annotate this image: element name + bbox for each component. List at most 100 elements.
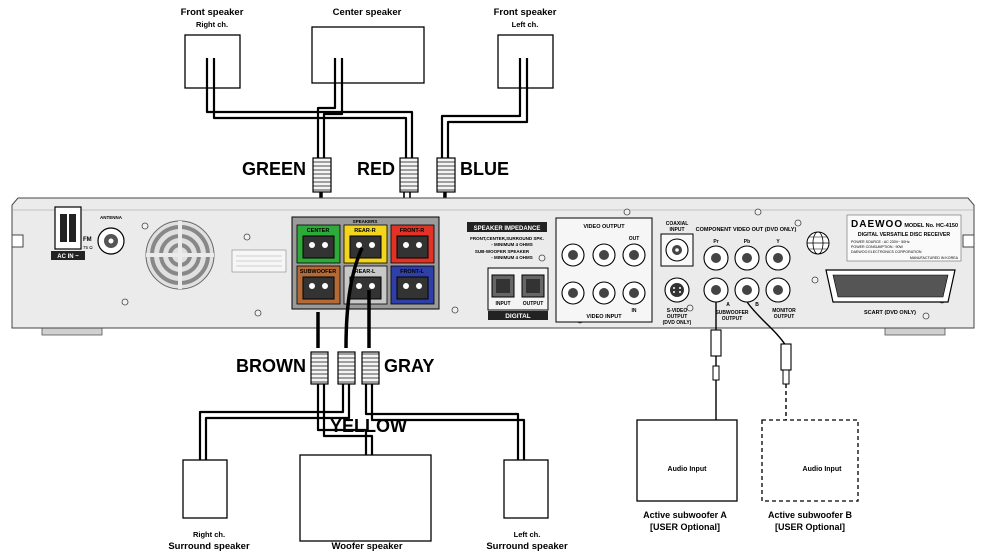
speaker-impedance-badge — [467, 222, 547, 232]
subwoofer-a-label: A — [726, 302, 730, 308]
video-out-label: OUT — [629, 236, 640, 242]
front-right-speaker-box — [184, 34, 241, 89]
terminal-front-l-label: FRONT-L — [400, 269, 424, 275]
brown-cable-sleeve — [310, 351, 329, 385]
center-speaker-title: Center speaker — [333, 7, 402, 18]
surround-right-speaker: Right ch. Surround speaker — [168, 459, 250, 552]
impedance-line-2: - MINIMUM 4 OHMS — [491, 242, 533, 247]
model-label: MODEL No. HC-4150 — [904, 223, 958, 229]
optical-output-label: OUTPUT — [523, 301, 544, 307]
blue-cable-sleeve — [436, 157, 456, 193]
surround-right-speaker-title: Surround speaker — [168, 541, 250, 552]
blue-label: BLUE — [460, 159, 509, 179]
antenna-label: ANTENNA — [100, 215, 123, 220]
globe-icon — [806, 231, 830, 255]
surround-right-speaker-sub: Right ch. — [193, 530, 225, 539]
subwoofer-a-box — [636, 419, 738, 502]
terminal-front-r[interactable]: FRONT-R — [390, 224, 435, 264]
cooling-fan-grille — [145, 220, 215, 290]
center-speaker-box — [311, 26, 425, 84]
origin-label: MANUFACTURED IN KOREA — [910, 256, 959, 260]
red-label: RED — [357, 159, 395, 179]
yellow-cable-sleeve — [337, 351, 356, 385]
subwoofer-a: Audio Input Active subwoofer A [USER Opt… — [636, 419, 738, 532]
woofer-speaker-box — [299, 454, 432, 542]
subwoofer-a-note: [USER Optional] — [650, 522, 720, 532]
ac-inlet[interactable] — [54, 206, 82, 250]
bottom-sleeves — [310, 351, 380, 385]
s-video-dvd-only-label: (DVD ONLY) — [663, 320, 692, 326]
product-label: DIGITAL VERSATILE DISC RECEIVER — [858, 232, 950, 238]
component-y-label: Y — [776, 239, 780, 245]
subwoofer-a-title: Active subwoofer A — [643, 510, 727, 520]
center-cable — [316, 58, 344, 165]
impedance-line-1: FRONT,CENTER,SURROUND SPK. — [470, 236, 544, 241]
yellow-label: YELLOW — [330, 416, 407, 436]
front-right-speaker-sub: Right ch. — [196, 20, 228, 29]
top-sleeves — [312, 157, 456, 193]
component-pr-label: Pr — [713, 239, 718, 245]
subwoofer-b: Audio Input Active subwoofer B [USER Opt… — [761, 419, 859, 532]
subwoofer-b-box — [761, 419, 859, 502]
component-video-label: COMPONENT VIDEO OUT (DVD ONLY) — [696, 227, 797, 233]
subwoofer-b-audio-input: Audio Input — [803, 466, 843, 473]
surround-left-speaker-box — [503, 459, 549, 519]
terminal-rear-r-label: REAR-R — [354, 228, 375, 234]
monitor-label-2: OUTPUT — [774, 314, 795, 320]
surround-right-speaker-box — [182, 459, 228, 519]
subwoofer-a-audio-input: Audio Input — [668, 466, 708, 473]
impedance-line-3: SUB-WOOFER SPEAKER — [475, 249, 530, 254]
terminal-rear-l-label: REAR-L — [355, 269, 376, 275]
power-source-label: POWER SOURCE : AC 230V~ 50Hz — [851, 240, 910, 244]
speaker-impedance-title: SPEAKER IMPEDANCE — [474, 226, 541, 232]
speakers-header: SPEAKERS — [353, 219, 378, 224]
coaxial-label: COAXIAL — [666, 221, 689, 227]
woofer-speaker: Woofer speaker — [299, 454, 432, 552]
gray-cable-sleeve — [361, 351, 380, 385]
front-left-cable — [440, 58, 529, 165]
gray-label: GRAY — [384, 356, 434, 376]
center-speaker: Center speaker — [311, 7, 425, 84]
terminal-subwoofer-label: SUBWOOFER — [300, 269, 336, 275]
brand-label: DAEWOO — [851, 219, 903, 230]
terminal-center[interactable]: CENTER — [296, 224, 341, 264]
green-cable-sleeve — [312, 157, 332, 193]
subwoofer-output-label-2: OUTPUT — [722, 316, 743, 322]
surround-left-speaker-sub: Left ch. — [514, 530, 541, 539]
s-video-label: S-VIDEO — [667, 308, 688, 314]
ac-in-badge — [51, 251, 85, 260]
rca-jack-centers — [568, 250, 639, 298]
terminal-front-l[interactable]: FRONT-L — [390, 265, 435, 305]
front-left-speaker-title: Front speaker — [494, 7, 557, 18]
surround-left-speaker-title: Surround speaker — [486, 541, 568, 552]
fm-label: FM — [83, 237, 92, 243]
front-right-speaker-title: Front speaker — [181, 7, 244, 18]
manufacturer-label: DAEWOO ELECTRONICS CORPORATION — [851, 250, 922, 254]
impedance-line-4: - MINIMUM 4 OHMS — [491, 255, 533, 260]
subwoofer-b-title: Active subwoofer B — [768, 510, 853, 520]
terminal-rear-r[interactable]: REAR-R — [343, 224, 388, 264]
component-pb-label: Pb — [744, 239, 750, 245]
terminal-front-r-label: FRONT-R — [400, 228, 424, 234]
red-cable-sleeve — [399, 157, 419, 193]
subwoofer-b-note: [USER Optional] — [775, 522, 845, 532]
video-in-label: IN — [632, 308, 637, 314]
video-input-label: VIDEO INPUT — [586, 314, 622, 320]
component-jacks[interactable] — [703, 245, 791, 271]
subwoofer-output-label-1: SUBWOOFER — [715, 310, 748, 316]
terminal-subwoofer[interactable]: SUBWOOFER — [296, 265, 341, 305]
digital-label: DIGITAL — [505, 313, 531, 320]
subwoofer-b-label: B — [755, 302, 759, 308]
front-right-speaker: Front speaker Right ch. — [181, 7, 244, 89]
green-label: GREEN — [242, 159, 306, 179]
scart-label: SCART (DVD ONLY) — [864, 310, 916, 316]
receiver-chassis — [11, 197, 975, 329]
front-left-speaker-sub: Left ch. — [512, 20, 539, 29]
ac-in-label: AC IN ~ — [57, 254, 79, 260]
surround-right-cable — [198, 378, 351, 482]
rating-label — [846, 214, 962, 262]
optical-input-label: INPUT — [496, 301, 511, 307]
coaxial-input-label: INPUT — [670, 227, 685, 233]
front-left-speaker: Front speaker Left ch. — [494, 7, 557, 89]
